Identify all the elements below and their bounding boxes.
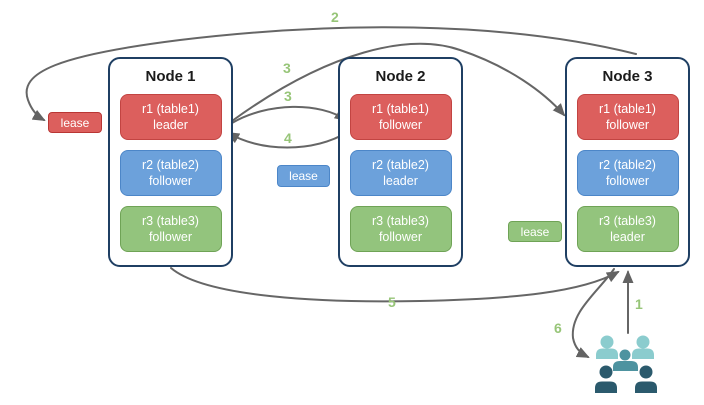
node-3: Node 3 r1 (table1) follower r2 (table2) …: [565, 57, 690, 267]
step-label-3b: 3: [284, 88, 292, 104]
lease-badge-blue: lease: [277, 165, 330, 187]
replica-name: r3 (table3): [142, 213, 199, 228]
step-label-2: 2: [331, 9, 339, 25]
step-label-1: 1: [635, 296, 643, 312]
user-person-top-left: [596, 335, 618, 359]
replica-name: r2 (table2): [599, 157, 656, 172]
step-label-3a: 3: [283, 60, 291, 76]
node-title: Node 2: [375, 68, 426, 85]
replica-r1-node1: r1 (table1) leader: [119, 94, 222, 140]
replica-role: follower: [148, 230, 193, 244]
replica-r2-node3: r2 (table2) follower: [576, 150, 679, 196]
arrow-step-5: [170, 267, 620, 303]
replica-r1-node2: r1 (table1) follower: [349, 94, 452, 140]
replica-role: follower: [378, 230, 423, 244]
node-title: Node 1: [145, 68, 196, 85]
node-1: Node 1 r1 (table1) leader r2 (table2) fo…: [108, 57, 233, 267]
arrow-step-2: [25, 26, 637, 121]
node-title: Node 3: [602, 68, 653, 85]
arrow-step-3-to-node2: [231, 105, 348, 124]
replica-name: r3 (table3): [599, 213, 656, 228]
users-icon: [595, 335, 657, 393]
replica-role: leader: [383, 174, 418, 188]
node-2: Node 2 r1 (table1) follower r2 (table2) …: [338, 57, 463, 267]
user-person-middle: [613, 349, 638, 371]
replica-r1-node3: r1 (table1) follower: [576, 94, 679, 140]
user-person-bottom-left: [595, 365, 617, 393]
user-person-bottom-right: [635, 365, 657, 393]
replica-role: follower: [378, 118, 423, 132]
step-label-6: 6: [554, 320, 562, 336]
replica-role: leader: [610, 230, 645, 244]
replica-name: r1 (table1): [372, 101, 429, 116]
step-label-5: 5: [388, 294, 396, 310]
user-person-top-right: [632, 335, 654, 359]
lease-badge-green: lease: [508, 221, 562, 242]
step-label-4: 4: [284, 130, 292, 146]
replica-r3-node3: r3 (table3) leader: [576, 206, 679, 252]
replica-name: r1 (table1): [142, 101, 199, 116]
replica-r3-node1: r3 (table3) follower: [119, 206, 222, 252]
replica-r2-node1: r2 (table2) follower: [119, 150, 222, 196]
replica-name: r2 (table2): [142, 157, 199, 172]
replica-name: r3 (table3): [372, 213, 429, 228]
replica-name: r1 (table1): [599, 101, 656, 116]
replica-name: r2 (table2): [372, 157, 429, 172]
replica-role: follower: [605, 118, 650, 132]
replica-role: leader: [153, 118, 188, 132]
lease-badge-red: lease: [48, 112, 102, 133]
arrow-step-6: [571, 268, 615, 358]
replica-r3-node2: r3 (table3) follower: [349, 206, 452, 252]
replica-role: follower: [605, 174, 650, 188]
replica-role: follower: [148, 174, 193, 188]
replica-r2-node2: r2 (table2) leader: [349, 150, 452, 196]
arrow-step-4: [226, 131, 349, 149]
arrow-step-3-to-node3: [231, 42, 566, 122]
